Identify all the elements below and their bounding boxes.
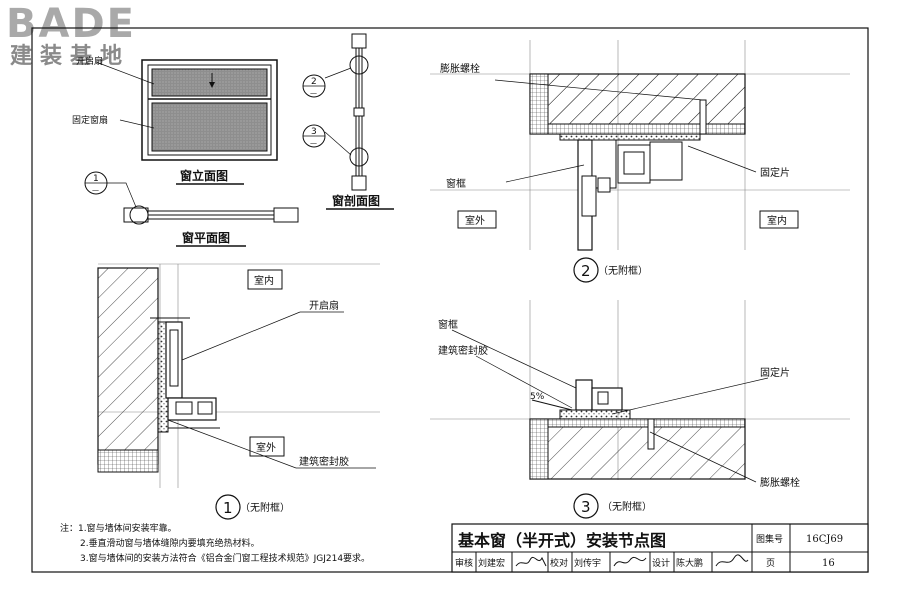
d1-number-circle (215, 494, 241, 520)
d2-frame-label: 窗框 (446, 177, 466, 190)
detail-2: 膨胀螺栓 窗框 固定片 室外 室内 2 （无附框） (430, 40, 850, 283)
notes: 注：1.窗与墙体间安装牢靠。 2.垂直滑动窗与墙体缝隙内要填充绝热材料。 3.窗… (60, 522, 460, 567)
fixed-sash-label: 固定窗扇 (72, 114, 108, 126)
d2-number: 2 (581, 262, 591, 280)
reviewer-name: 刘建宏 (478, 557, 505, 569)
sheet-border (31, 27, 869, 573)
d1-outside-label: 室外 (256, 441, 276, 454)
logo-brand: BADE (6, 1, 136, 47)
atlas-label: 图集号 (756, 533, 783, 545)
section-marker-2-num: 2 (311, 77, 317, 87)
d1-sash-label: 开启扇 (309, 299, 339, 312)
reviewer-signature (515, 556, 547, 567)
d2-fixing-label: 固定片 (760, 166, 790, 179)
open-sash-label: 开启扇 (76, 55, 103, 67)
d3-sealant-label: 建筑密封胶 (438, 344, 488, 357)
title-block: 基本窗（半开式）安装节点图 图集号 16CJ69 审核 刘建宏 校对 刘传宇 设… (451, 523, 869, 573)
d3-bolt-label: 膨胀螺栓 (760, 476, 800, 489)
detail-1: 室内 开启扇 室外 建筑密封胶 1 （无附框） (97, 263, 380, 520)
drawing-title: 基本窗（半开式）安装节点图 (457, 531, 666, 550)
d1-caption: （无附框） (240, 501, 290, 514)
section-marker-3-num: 3 (311, 127, 317, 137)
page-label: 页 (766, 558, 775, 569)
plan-marker-1-sub: — (92, 186, 99, 194)
checker-name: 刘传宇 (574, 557, 601, 569)
note-2: 2.垂直滑动窗与墙体缝隙内要填充绝热材料。 (80, 539, 260, 549)
d3-slope-label: 5% (530, 392, 545, 402)
d3-number-circle (573, 493, 599, 519)
d2-caption: （无附框） (598, 264, 648, 277)
d2-outside-label: 室外 (465, 214, 485, 227)
designer-signature (715, 554, 749, 567)
check-label: 校对 (550, 557, 568, 569)
designer-name: 陈大鹏 (676, 557, 703, 569)
plan-marker-1-num: 1 (93, 174, 99, 184)
d1-sealant-label: 建筑密封胶 (299, 455, 349, 468)
atlas-number: 16CJ69 (806, 534, 843, 545)
page-number: 16 (822, 558, 835, 569)
d2-inside-label: 室内 (767, 214, 787, 227)
detail-3: 窗框 建筑密封胶 5% 固定片 膨胀螺栓 3 （无附框） (430, 300, 850, 519)
elevation-title: 窗立面图 (180, 168, 228, 183)
note-1: 1.窗与墙体间安装牢靠。 (78, 524, 177, 534)
section-title: 窗剖面图 (332, 193, 380, 208)
d1-inside-label: 室内 (254, 274, 274, 287)
d2-number-circle (573, 257, 599, 283)
notes-label: 注： (60, 524, 79, 534)
review-label: 审核 (455, 557, 473, 569)
d1-number: 1 (223, 499, 233, 517)
d3-number: 3 (581, 498, 591, 516)
checker-signature (613, 556, 647, 567)
window-section: 2 — 3 — 窗剖面图 (302, 33, 394, 210)
note-3: 3.窗与墙体间的安装方法符合《铝合金门窗工程技术规范》JGJ214要求。 (80, 554, 371, 564)
window-elevation: 开启扇 固定窗扇 窗立面图 (72, 55, 278, 185)
plan-title: 窗平面图 (182, 230, 230, 245)
window-plan: 1 — 窗平面图 (84, 171, 299, 247)
d3-caption: （无附框） (602, 500, 652, 513)
section-marker-3-sub: — (310, 139, 317, 147)
section-marker-2-sub: — (310, 89, 317, 97)
d2-bolt-label: 膨胀螺栓 (440, 62, 480, 75)
d3-frame-label: 窗框 (438, 318, 458, 331)
design-label: 设计 (652, 557, 670, 569)
d3-fixing-label: 固定片 (760, 366, 790, 379)
brand-logo: BADE 建装基地 (6, 4, 166, 76)
